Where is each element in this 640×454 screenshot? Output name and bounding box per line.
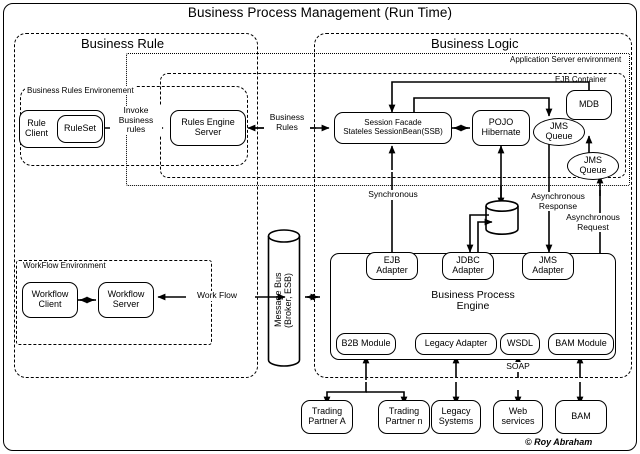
node-b2b-module[interactable]: B2B Module (336, 333, 396, 355)
node-wsdl[interactable]: WSDL (500, 333, 540, 355)
node-legacy-systems-label: Legacy Systems (438, 406, 474, 426)
node-workflow-client[interactable]: Workflow Client (22, 282, 78, 318)
node-bam[interactable]: BAM (555, 400, 607, 434)
group-workflow-environment (16, 260, 212, 345)
node-bam-module-label: BAM Module (555, 338, 607, 349)
page-title: Business Process Management (Run Time) (187, 5, 453, 20)
node-database (484, 200, 520, 236)
node-jms-queue-2[interactable]: JMS Queue (567, 152, 619, 180)
node-workflow-client-label: Workflow Client (31, 289, 69, 309)
group-application-server-environment-label: Application Server environment (508, 55, 624, 64)
node-jms-queue-1-label: JMS Queue (545, 121, 573, 141)
node-jdbc-adapter[interactable]: JDBC Adapter (442, 252, 494, 280)
node-web-services[interactable]: Web services (493, 400, 543, 434)
node-workflow-server-label: Workflow Server (107, 289, 145, 309)
edge-label-asynchronous-response: Asynchronous Response (521, 191, 595, 212)
node-jms-adapter[interactable]: JMS Adapter (522, 252, 574, 280)
edge-label-asynchronous-request: Asynchronous Request (556, 212, 630, 233)
node-bam-module[interactable]: BAM Module (548, 333, 614, 355)
node-b2b-module-label: B2B Module (341, 338, 391, 349)
group-business-logic (314, 33, 632, 378)
node-rule-set[interactable]: RuleSet (57, 115, 103, 143)
outer-frame (3, 3, 637, 451)
node-ejb-adapter[interactable]: EJB Adapter (366, 252, 418, 280)
group-business-logic-label: Business Logic (425, 36, 525, 51)
node-message-bus-label: Message Bus (Broker, ESB) (273, 272, 293, 328)
node-mdb-label: MDB (579, 99, 599, 110)
node-web-services-label: Web services (501, 406, 535, 426)
node-mdb[interactable]: MDB (566, 90, 612, 120)
node-pojo-hibernate-label: POJO Hibernate (481, 117, 521, 137)
node-session-facade[interactable]: Session Facade Stateles SessionBean(SSB) (334, 112, 452, 144)
edge-label-soap: SOAP (500, 361, 536, 372)
node-message-bus[interactable]: Message Bus (Broker, ESB) (267, 228, 301, 368)
credit-label: © Roy Abraham (525, 437, 593, 447)
node-jdbc-adapter-label: JDBC Adapter (452, 255, 484, 275)
node-jms-queue-2-label: JMS Queue (579, 155, 607, 175)
node-rule-client-label: Rule Client (25, 118, 49, 138)
group-business-rule-label: Business Rule (75, 36, 171, 51)
node-rule-set-label: RuleSet (63, 123, 97, 134)
node-jms-queue-1[interactable]: JMS Queue (533, 118, 585, 146)
node-rules-engine-server-label: Rules Engine Server (181, 117, 235, 137)
group-ejb-container-label: EJB Container (553, 75, 609, 84)
node-workflow-server[interactable]: Workflow Server (98, 282, 154, 318)
node-business-process-engine-label: Business Process Engine (431, 289, 515, 313)
node-jms-adapter-label: JMS Adapter (532, 255, 564, 275)
edge-label-business-rules: Business Rules (264, 112, 310, 133)
node-pojo-hibernate[interactable]: POJO Hibernate (472, 110, 530, 146)
node-trading-partner-n-label: Trading Partner n (385, 406, 423, 426)
node-bam-label: BAM (571, 411, 591, 422)
edge-label-work-flow: Work Flow (186, 290, 248, 301)
edge-label-synchronous: Synchronous (355, 189, 431, 200)
node-ejb-adapter-label: EJB Adapter (376, 255, 408, 275)
node-legacy-adapter-label: Legacy Adapter (424, 338, 488, 349)
node-legacy-systems[interactable]: Legacy Systems (431, 400, 481, 434)
node-trading-partner-a-label: Trading Partner A (308, 406, 346, 426)
group-workflow-environment-label: WorkFlow Environment (21, 261, 108, 270)
group-business-rule (14, 33, 258, 378)
group-business-rules-environment-label: Business Rules Environement (25, 86, 136, 95)
node-rules-engine-server[interactable]: Rules Engine Server (170, 110, 246, 146)
edge-label-invoke-business-rules: Invoke Business rules (110, 105, 162, 135)
node-session-facade-label: Session Facade Stateles SessionBean(SSB) (343, 118, 443, 136)
node-trading-partner-n[interactable]: Trading Partner n (378, 400, 430, 434)
node-legacy-adapter[interactable]: Legacy Adapter (415, 333, 497, 355)
node-wsdl-label: WSDL (506, 338, 533, 349)
node-trading-partner-a[interactable]: Trading Partner A (301, 400, 353, 434)
